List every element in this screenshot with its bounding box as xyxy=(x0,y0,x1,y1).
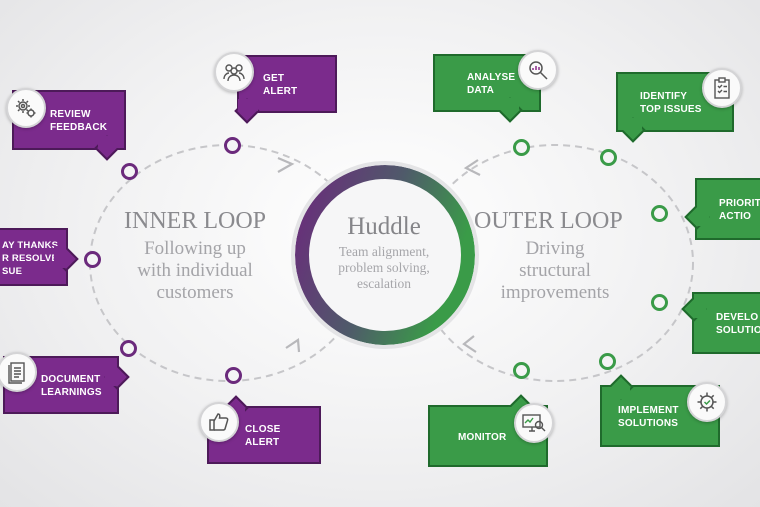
outer-loop-node xyxy=(513,139,530,156)
arrow-icon-outer-bottom xyxy=(462,335,477,353)
inner-loop-node xyxy=(121,163,138,180)
hub-title: Huddle xyxy=(347,213,421,240)
step-label: IMPLEMENT SOLUTIONS xyxy=(618,405,679,429)
step-label: DEVELO SOLUTIO xyxy=(716,312,760,336)
hub-ring-shadow xyxy=(291,161,479,349)
step-label: ANALYSE DATA xyxy=(467,72,516,96)
gears-icon xyxy=(6,88,46,128)
step-label: MONITOR xyxy=(458,431,507,443)
outer-loop-node xyxy=(651,294,668,311)
monitor-search-icon xyxy=(514,403,554,443)
hub-subtitle: Team alignment, problem solving, escalat… xyxy=(338,244,430,291)
step-label: GET ALERT xyxy=(263,73,298,97)
clipboard-checklist-icon xyxy=(702,68,742,108)
thumbs-up-icon xyxy=(199,402,239,442)
arrow-icon-inner-top xyxy=(277,156,295,173)
step-label: IDENTIFY TOP ISSUES xyxy=(640,91,702,115)
gear-check-icon xyxy=(687,382,727,422)
inner-loop-node xyxy=(120,340,137,357)
step-label: REVIEW FEEDBACK xyxy=(50,109,108,133)
step-say-thanks: AY THANKS, R RESOLVE SUE xyxy=(0,228,79,286)
people-group-icon xyxy=(214,52,254,92)
step-label: DOCUMENT LEARNINGS xyxy=(41,374,102,398)
step-label: CLOSE ALERT xyxy=(245,424,281,448)
step-develop-solutions: DEVELO SOLUTIO xyxy=(681,292,760,354)
outer-loop-node xyxy=(513,362,530,379)
inner-loop-node xyxy=(224,137,241,154)
step-label: PRIORITI ACTIO xyxy=(719,198,760,222)
outer-loop-subtitle: Driving structural improvements xyxy=(500,238,610,303)
hub-ring xyxy=(295,165,475,345)
arrow-icon-outer-top xyxy=(463,159,481,176)
outer-loop-node xyxy=(651,205,668,222)
step-get-alert: GET ALERT xyxy=(234,55,337,124)
inner-loop-subtitle: Following up with individual customers xyxy=(137,238,253,303)
inner-loop-node xyxy=(225,367,242,384)
outer-loop-node xyxy=(599,353,616,370)
inner-loop-node xyxy=(84,251,101,268)
arrow-icon-inner-bottom xyxy=(285,338,301,353)
inner-loop-title: INNER LOOP xyxy=(124,208,266,234)
outer-loop-title: OUTER LOOP xyxy=(474,208,623,234)
outer-loop-node xyxy=(600,149,617,166)
step-prioritise-actions: PRIORITI ACTIO xyxy=(684,178,760,240)
magnifier-chart-icon xyxy=(518,50,558,90)
step-label: AY THANKS, R RESOLVE SUE xyxy=(2,239,62,277)
document-icon xyxy=(0,352,37,392)
